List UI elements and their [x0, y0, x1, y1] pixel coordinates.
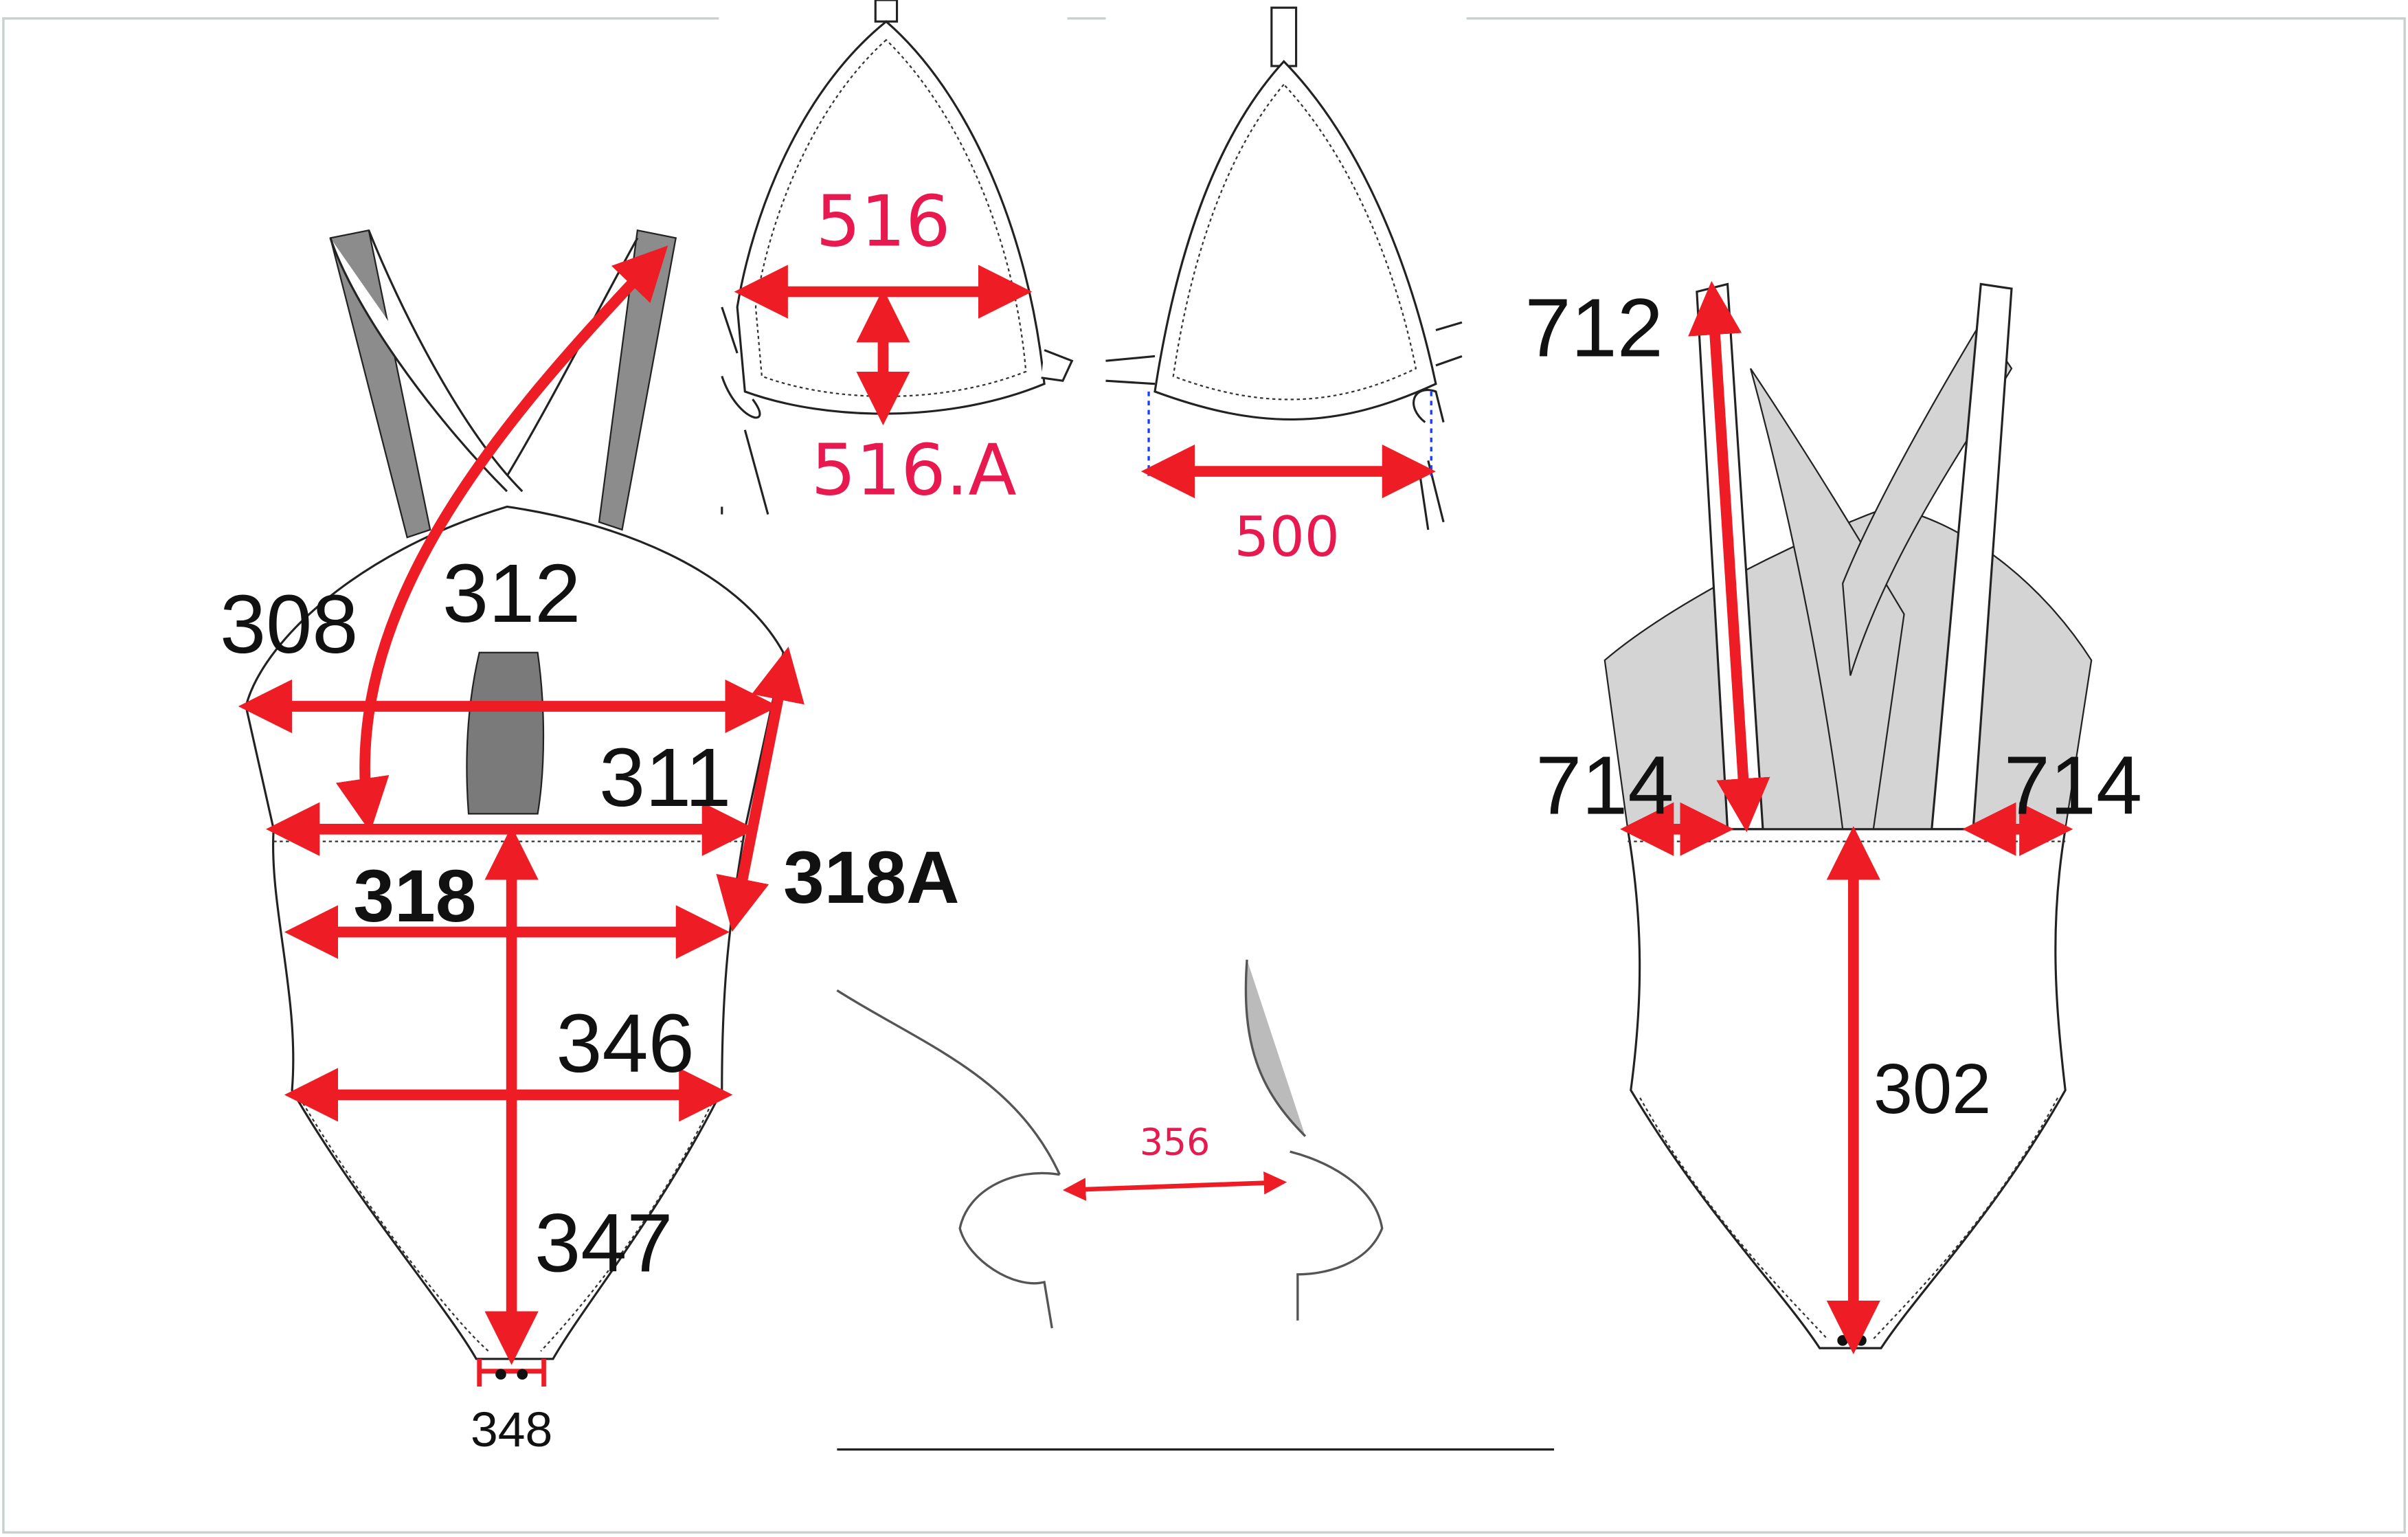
arrow-712 [1688, 280, 1770, 833]
label-516: 516 [815, 181, 950, 263]
label-516a: 516.A [811, 430, 1017, 512]
label-500: 500 [1234, 504, 1340, 569]
label-714-right: 714 [2004, 739, 2142, 831]
label-346: 346 [556, 997, 694, 1090]
label-318a: 318A [783, 836, 959, 919]
arrow-356 [1062, 1171, 1287, 1201]
label-302: 302 [1873, 1049, 1992, 1128]
cup-right-drawing [1105, 6, 1463, 530]
label-356: 356 [1140, 1121, 1210, 1164]
label-308: 308 [220, 578, 358, 671]
label-311: 311 [599, 731, 731, 824]
stretch-test-drawing [836, 959, 1384, 1329]
label-318: 318 [353, 855, 476, 937]
frame [2, 17, 2406, 1534]
label-712: 712 [1525, 281, 1663, 374]
label-312: 312 [442, 547, 581, 640]
arrow-348 [477, 1358, 546, 1387]
label-347: 347 [535, 1196, 673, 1289]
label-348: 348 [471, 1402, 552, 1457]
label-714-left: 714 [1535, 739, 1674, 831]
arrow-318a [716, 647, 804, 932]
